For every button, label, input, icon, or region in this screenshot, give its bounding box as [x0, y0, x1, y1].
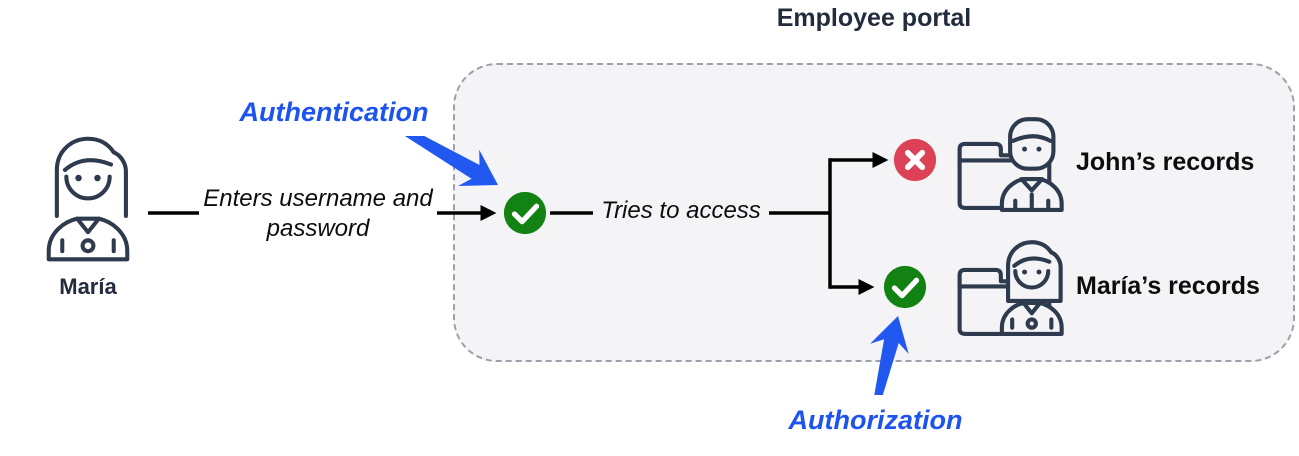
actor-name-label: María	[59, 274, 117, 299]
folder-woman-icon	[957, 240, 1064, 336]
check-circle-icon	[883, 265, 927, 309]
cross-circle-icon	[893, 138, 937, 182]
check-circle-icon	[503, 191, 547, 235]
record-label-john: John’s records	[1076, 148, 1255, 176]
portal-title: Employee portal	[776, 4, 972, 32]
employee-portal-panel	[453, 63, 1295, 362]
authorization-label: Authorization	[772, 395, 979, 446]
folder-man-icon	[957, 117, 1064, 212]
woman-user-icon	[46, 136, 130, 262]
tries-to-access-label: Tries to access	[601, 197, 761, 224]
record-label-maria: María’s records	[1076, 272, 1260, 300]
actor-action-note: Enters username and password	[199, 176, 437, 252]
authorization-arrow	[870, 316, 909, 398]
authentication-arrow	[404, 128, 498, 186]
authentication-label: Authentication	[228, 88, 440, 136]
